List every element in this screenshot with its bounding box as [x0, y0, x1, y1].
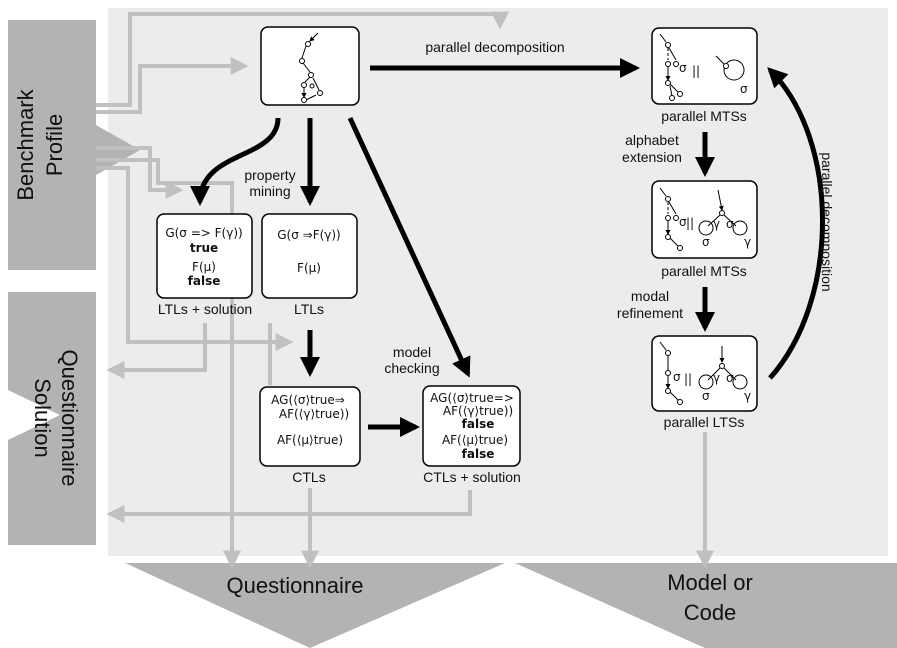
svg-text:checking: checking	[384, 360, 439, 376]
label-alphabet-extension: alphabet extension	[622, 132, 682, 165]
svg-text:AG(⟨σ⟩true⇒: AG(⟨σ⟩true⇒	[271, 393, 345, 407]
svg-text:σ: σ	[726, 371, 734, 385]
label-property-mining: property mining	[244, 167, 295, 199]
svg-text:refinement: refinement	[617, 305, 683, 321]
node-ltl-solution: G(σ => F(γ)) true F(μ) false	[156, 213, 253, 299]
label-model-checking: model checking	[384, 344, 439, 376]
svg-text:σ: σ	[679, 61, 687, 75]
svg-text:||: ||	[684, 372, 692, 386]
gray-arrow-to-ctl	[96, 166, 294, 351]
svg-text:Questionnaire: Questionnaire	[57, 350, 82, 487]
svg-text:AF(⟨μ⟩true): AF(⟨μ⟩true)	[277, 433, 343, 447]
node-ltl: G(σ ⇒F(γ)) F(μ)	[261, 213, 358, 299]
lts-graph-icon: σ || σ γ σ γ	[659, 341, 751, 405]
svg-text:AF(⟨γ⟩true)): AF(⟨γ⟩true))	[443, 404, 513, 418]
node-mts-1: σ || σ	[651, 27, 758, 105]
model-or-code-panel	[515, 563, 897, 648]
arrow-to-ltl-solution	[190, 117, 281, 206]
svg-text:modal: modal	[631, 288, 669, 304]
mts-2-graph-icon: σ || σ γ σ γ	[659, 187, 751, 251]
svg-text:false: false	[188, 274, 221, 288]
gray-arrow-to-model-box	[96, 57, 249, 114]
gray-arrow-ctl-solution-return	[106, 490, 472, 523]
benchmark-profile-panel	[8, 20, 140, 270]
svg-text:mining: mining	[249, 183, 290, 199]
caption-ctl-solution: CTLs + solution	[423, 469, 521, 485]
label-parallel-decomposition-top: parallel decomposition	[425, 39, 564, 55]
svg-text:AG(⟨σ⟩true=>: AG(⟨σ⟩true=>	[430, 391, 514, 405]
svg-text:G(σ ⇒F(γ)): G(σ ⇒F(γ))	[277, 228, 341, 242]
svg-text:σ: σ	[702, 235, 710, 249]
questionnaire-label: Questionnaire	[227, 573, 364, 598]
gray-arrow-to-ltl-solution	[96, 146, 184, 199]
gray-arrow-top	[96, 11, 509, 107]
svg-text:||: ||	[692, 64, 700, 78]
questionnaire-panel	[125, 563, 505, 648]
svg-text:σ: σ	[726, 217, 734, 231]
model-graph-icon	[299, 32, 323, 103]
svg-text:true: true	[190, 241, 218, 255]
questionnaire-solution-panel	[8, 292, 96, 545]
svg-text:AF(⟨μ⟩true): AF(⟨μ⟩true)	[442, 433, 508, 447]
svg-text:σ: σ	[673, 370, 681, 384]
node-ctl-solution: AG(⟨σ⟩true=> AF(⟨γ⟩true)) false AF(⟨μ⟩tr…	[422, 385, 521, 467]
svg-text:extension: extension	[622, 149, 682, 165]
label-parallel-decomposition-side: parallel decomposition	[819, 152, 835, 291]
svg-text:false: false	[462, 417, 495, 431]
node-lts: σ || σ γ σ γ	[651, 335, 758, 412]
node-ctl: AG(⟨σ⟩true⇒ AF(⟨γ⟩true)) AF(⟨μ⟩true)	[259, 386, 361, 467]
svg-text:G(σ => F(γ)): G(σ => F(γ))	[165, 226, 242, 240]
svg-text:γ: γ	[744, 235, 751, 249]
node-mts-2: σ || σ γ σ γ	[651, 180, 758, 259]
mts-1-graph-icon: σ || σ	[659, 33, 748, 101]
gray-flow-arrows	[96, 11, 714, 569]
caption-ctl: CTLs	[292, 469, 325, 485]
questionnaire-solution-label: Questionnaire Solution	[30, 350, 82, 487]
svg-text:Solution: Solution	[30, 378, 55, 458]
svg-text:||: ||	[686, 216, 694, 230]
caption-mts-1: parallel MTSs	[661, 108, 747, 124]
black-flow-arrows	[190, 58, 825, 437]
svg-text:σ: σ	[702, 389, 710, 403]
caption-ltl-solution: LTLs + solution	[158, 301, 252, 317]
svg-text:γ: γ	[744, 389, 751, 403]
svg-text:alphabet: alphabet	[625, 132, 679, 148]
node-model	[260, 26, 360, 106]
svg-text:σ: σ	[740, 82, 748, 96]
benchmark-profile-label: Benchmark Profile	[13, 88, 67, 200]
svg-text:σ: σ	[679, 215, 687, 229]
caption-mts-2: parallel MTSs	[661, 263, 747, 279]
svg-text:AF(⟨γ⟩true)): AF(⟨γ⟩true))	[279, 407, 349, 421]
svg-text:Benchmark: Benchmark	[13, 88, 38, 200]
arrow-model-checking	[347, 116, 471, 378]
svg-text:F(μ): F(μ)	[297, 261, 321, 275]
svg-text:Model or: Model or	[667, 570, 753, 595]
svg-text:Profile: Profile	[42, 114, 67, 176]
gray-arrow-ltl-solution-return	[106, 323, 207, 379]
svg-text:F(μ): F(μ)	[192, 260, 216, 274]
arrow-parallel-decomposition-side	[767, 67, 825, 380]
svg-text:property: property	[244, 167, 295, 183]
gray-arrow-to-ltl	[96, 158, 241, 569]
svg-text:Code: Code	[684, 600, 737, 625]
svg-text:γ: γ	[713, 371, 720, 385]
svg-text:γ: γ	[713, 217, 720, 231]
label-modal-refinement: modal refinement	[617, 288, 683, 321]
svg-text:model: model	[393, 344, 431, 360]
svg-text:false: false	[462, 447, 495, 461]
caption-lts: parallel LTSs	[664, 414, 745, 430]
model-or-code-label: Model or Code	[667, 570, 753, 625]
caption-ltl: LTLs	[294, 301, 324, 317]
